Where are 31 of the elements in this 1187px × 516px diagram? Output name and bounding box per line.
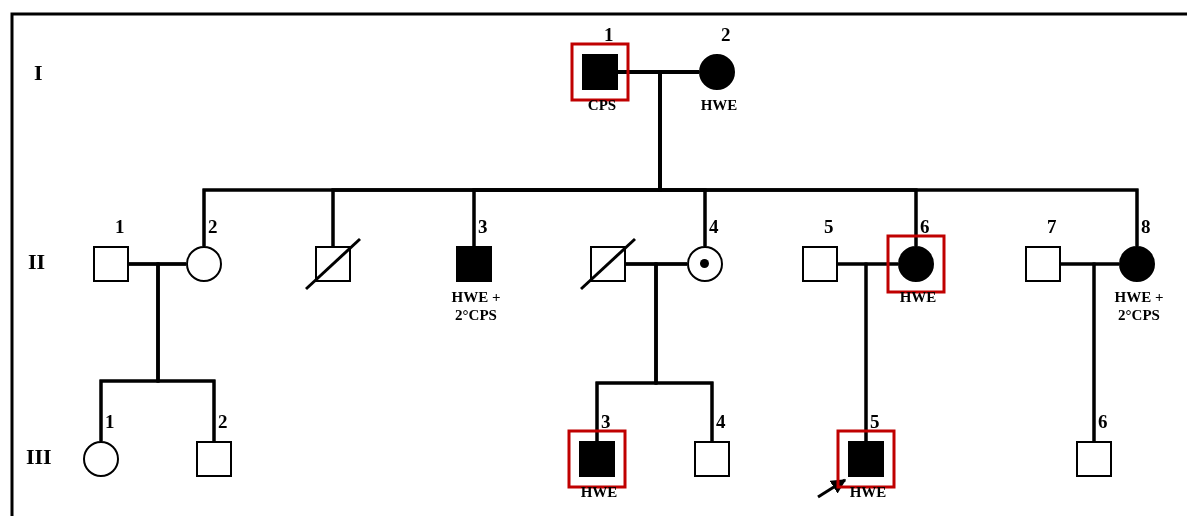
individual-number: 4 bbox=[716, 411, 726, 433]
generation-label: II bbox=[28, 249, 46, 275]
phenotype-label: HWE bbox=[579, 483, 619, 501]
pedigree-line bbox=[864, 262, 898, 441]
individual-number: 4 bbox=[709, 216, 719, 238]
individual-number: 1 bbox=[604, 24, 614, 46]
individual-number: 2 bbox=[721, 24, 731, 46]
pedigree-line bbox=[654, 262, 714, 441]
phenotype-label: HWE + 2°CPS bbox=[450, 288, 502, 324]
individual-number: 5 bbox=[824, 216, 834, 238]
generation-label: III bbox=[26, 444, 52, 470]
individual-number: 1 bbox=[115, 216, 125, 238]
generation-label: I bbox=[34, 60, 43, 86]
individual-number: 5 bbox=[870, 411, 880, 433]
pedigree-line bbox=[156, 262, 216, 441]
phenotype-label: HWE bbox=[848, 483, 888, 501]
pedigree-line bbox=[1092, 262, 1119, 441]
phenotype-label: CPS bbox=[586, 96, 618, 114]
individual-number: 1 bbox=[105, 411, 115, 433]
individual-number: 7 bbox=[1047, 216, 1057, 238]
individual-number: 3 bbox=[478, 216, 488, 238]
proband-arrow bbox=[817, 478, 847, 499]
individual-number: 2 bbox=[208, 216, 218, 238]
phenotype-label: HWE bbox=[699, 96, 739, 114]
individual-number: 2 bbox=[218, 411, 228, 433]
individual-number: 6 bbox=[1098, 411, 1108, 433]
phenotype-label: HWE bbox=[898, 288, 938, 306]
individual-number: 3 bbox=[601, 411, 611, 433]
individual-number: 8 bbox=[1141, 216, 1151, 238]
individual-number: 6 bbox=[920, 216, 930, 238]
phenotype-label: HWE + 2°CPS bbox=[1113, 288, 1165, 324]
